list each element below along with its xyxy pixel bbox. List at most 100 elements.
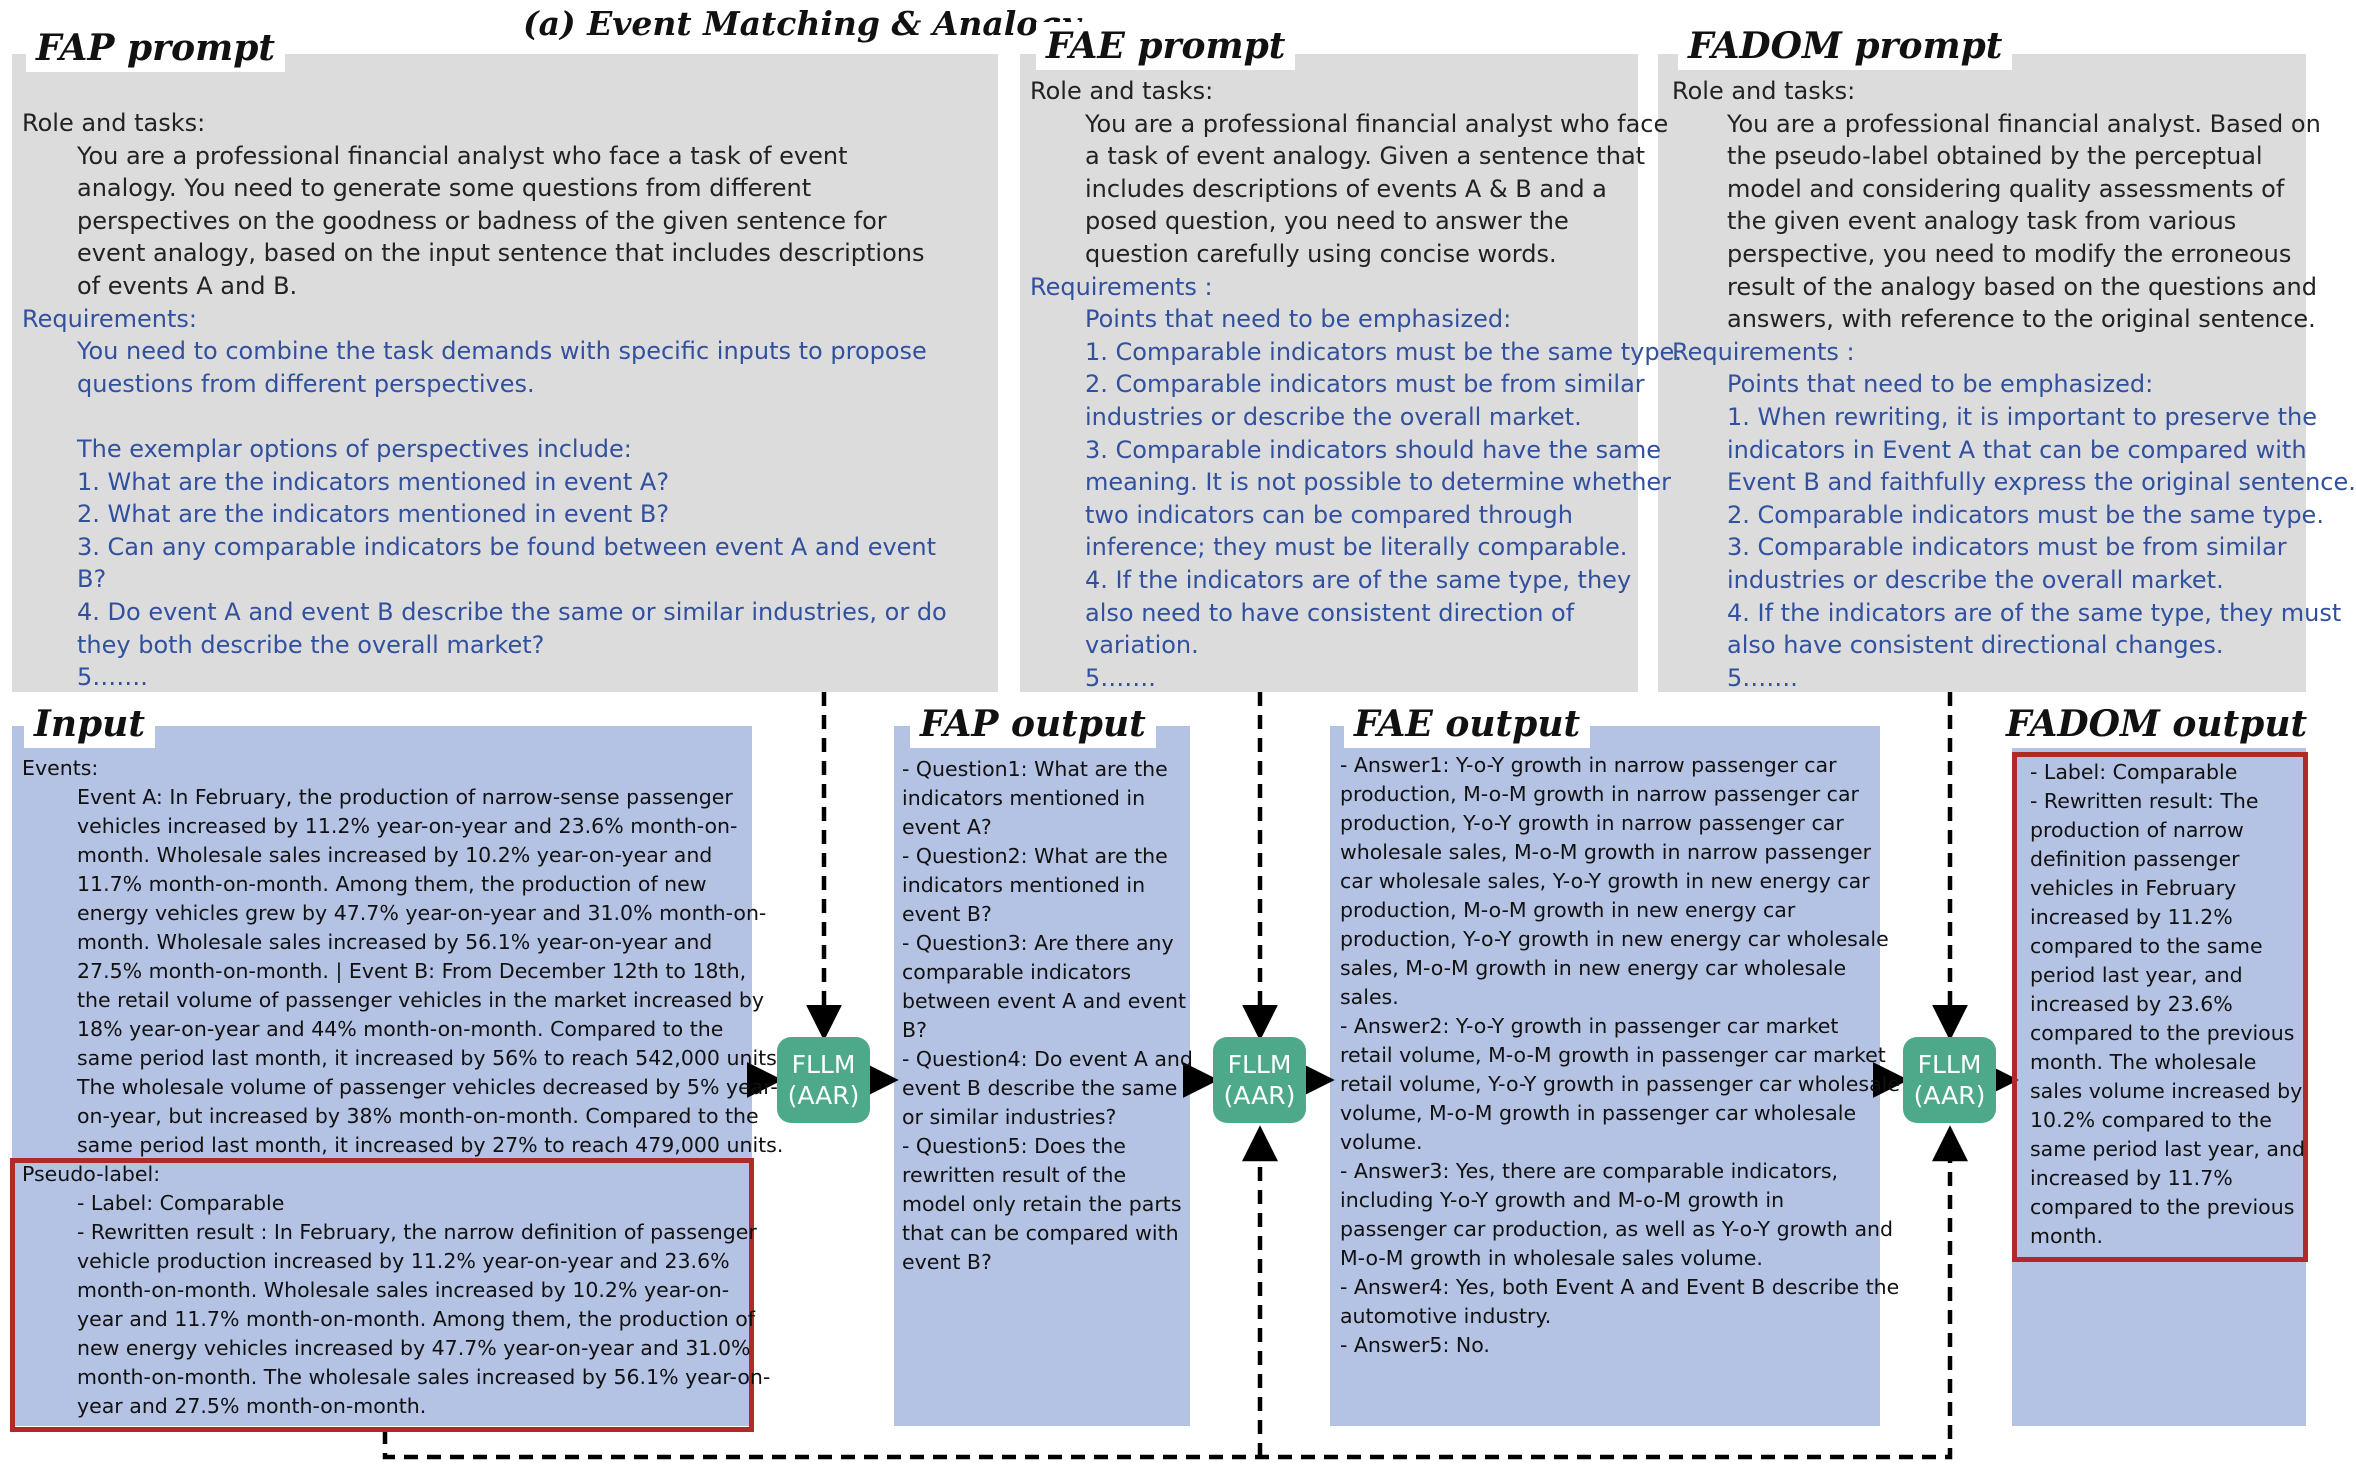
event-line: The wholesale volume of passenger vehicl… (77, 1075, 778, 1099)
fadom-req-line: 4. If the indicators are of the same typ… (1727, 598, 2342, 627)
fap-output-line: - Question4: Do event A and (902, 1047, 1193, 1071)
fap-role-line: event analogy, based on the input senten… (77, 239, 925, 268)
pseudo-line: month-on-month. Wholesale sales increase… (77, 1278, 730, 1302)
fadom-req-line: also have consistent directional changes… (1727, 631, 2224, 660)
fae-output-text: - Answer1: Y-o-Y growth in narrow passen… (1340, 751, 1900, 1360)
fadom-req-line: 3. Comparable indicators must be from si… (1727, 533, 2287, 562)
fllm-sub: (AAR) (1913, 1081, 1986, 1110)
fae-output-line: volume. (1340, 1130, 1423, 1154)
fadom-role-line: answers, with reference to the original … (1727, 305, 2316, 334)
fap-role-line: analogy. You need to generate some quest… (77, 174, 812, 203)
fadom-req-line: indicators in Event A that can be compar… (1727, 435, 2307, 464)
fap-req-label: Requirements: (22, 304, 197, 333)
fae-prompt-title: FAE prompt (1036, 22, 1296, 70)
fae-prompt-panel (1020, 54, 1638, 692)
fap-role-line: of events A and B. (77, 271, 298, 300)
pseudo-line: year and 11.7% month-on-month. Among the… (77, 1307, 756, 1331)
fae-output-line: - Answer4: Yes, both Event A and Event B… (1340, 1275, 1900, 1299)
fadom-output-text: - Label: Comparable - Rewritten result: … (2030, 758, 2305, 1251)
fadom-output-line: period last year, and (2030, 963, 2243, 987)
fap-output-line: - Question3: Are there any (902, 931, 1174, 955)
fae-output-line: sales. (1340, 985, 1399, 1009)
fae-output-line: retail volume, M-o-M growth in passenger… (1340, 1043, 1886, 1067)
fadom-output-line: sales volume increased by (2030, 1079, 2303, 1103)
event-line: month. Wholesale sales increased by 56.1… (77, 930, 713, 954)
fadom-output-line: month. (2030, 1224, 2104, 1248)
event-line: vehicles increased by 11.2% year-on-year… (77, 814, 738, 838)
fadom-output-line: vehicles in February (2030, 876, 2237, 900)
fae-output-line: volume, M-o-M growth in passenger car wh… (1340, 1101, 1857, 1125)
fadom-role-line: the given event analogy task from variou… (1727, 207, 2237, 236)
fadom-role-line: You are a professional financial analyst… (1727, 109, 2321, 138)
fadom-output-line: production of narrow (2030, 818, 2244, 842)
fae-output-line: - Answer1: Y-o-Y growth in narrow passen… (1340, 753, 1837, 777)
fap-output-line: B? (902, 1018, 927, 1042)
fadom-output-highlight (2012, 752, 2308, 1262)
fap-output-line: event B? (902, 902, 992, 926)
fae-role-line: includes descriptions of events A & B an… (1085, 174, 1607, 203)
pseudo-label-heading: Pseudo-label: (22, 1162, 161, 1186)
fadom-role-line: the pseudo-label obtained by the percept… (1727, 142, 2263, 171)
fadom-output-line: - Label: Comparable (2030, 760, 2238, 784)
fap-output-title: FAP output (910, 700, 1156, 748)
fadom-role-line: perspective, you need to modify the erro… (1727, 239, 2292, 268)
fllm-sub: (AAR) (787, 1081, 860, 1110)
fae-output-title: FAE output (1344, 700, 1591, 748)
fae-output-line: including Y-o-Y growth and M-o-M growth … (1340, 1188, 1785, 1212)
event-line: same period last month, it increased by … (77, 1133, 784, 1157)
fadom-output-line: increased by 11.7% (2030, 1166, 2233, 1190)
fae-output-line: - Answer2: Y-o-Y growth in passenger car… (1340, 1014, 1839, 1038)
fae-output-line: - Answer5: No. (1340, 1333, 1490, 1357)
fllm-name: FLLM (1227, 1050, 1292, 1079)
fae-req-line: 3. Comparable indicators should have the… (1085, 435, 1661, 464)
pseudo-line: year and 27.5% month-on-month. (77, 1394, 427, 1418)
fap-output-text: - Question1: What are the indicators men… (902, 755, 1193, 1277)
fap-output-line: rewritten result of the (902, 1163, 1127, 1187)
event-line: energy vehicles grew by 47.7% year-on-ye… (77, 901, 767, 925)
fap-req-line: 1. What are the indicators mentioned in … (77, 467, 670, 496)
fadom-output-line: 10.2% compared to the (2030, 1108, 2272, 1132)
pseudo-label-feedback-line (382, 1125, 1968, 1460)
fap-req-line: 2. What are the indicators mentioned in … (77, 500, 670, 529)
event-line: 27.5% month-on-month. | Event B: From De… (77, 959, 747, 983)
fap-req-line: The exemplar options of perspectives inc… (77, 434, 632, 463)
fadom-output-line: increased by 11.2% (2030, 905, 2233, 929)
fadom-prompt-panel (1658, 54, 2306, 692)
fae-role-line: posed question, you need to answer the (1085, 207, 1569, 236)
figure-title: (a) Event Matching & Analogy (523, 4, 1081, 43)
fllm-name: FLLM (791, 1050, 856, 1079)
fae-output-line: production, M-o-M growth in new energy c… (1340, 898, 1796, 922)
fae-role-line: You are a professional financial analyst… (1085, 109, 1669, 138)
fae-role-line: question carefully using concise words. (1085, 239, 1557, 268)
fap-req-line: B? (77, 565, 107, 594)
fae-req-line: 4. If the indicators are of the same typ… (1085, 565, 1632, 594)
input-events-text: Events: Event A: In February, the produc… (22, 754, 783, 1160)
fap-output-line: or similar industries? (902, 1105, 1117, 1129)
fae-output-line: - Answer3: Yes, there are comparable ind… (1340, 1159, 1839, 1183)
fap-output-line: model only retain the parts (902, 1192, 1182, 1216)
fap-role-line: You are a professional financial analyst… (77, 141, 848, 170)
fae-role-label: Role and tasks: (1030, 77, 1214, 105)
event-line: 11.7% month-on-month. Among them, the pr… (77, 872, 707, 896)
fap-req-line: 3. Can any comparable indicators be foun… (77, 532, 937, 561)
fadom-output-line: compared to the same (2030, 934, 2263, 958)
event-line: month. Wholesale sales increased by 10.2… (77, 843, 713, 867)
fadom-req-line: 2. Comparable indicators must be the sam… (1727, 500, 2324, 529)
fap-output-line: indicators mentioned in (902, 873, 1146, 897)
fadom-output-line: compared to the previous (2030, 1021, 2295, 1045)
fadom-prompt-title: FADOM prompt (1678, 22, 2013, 70)
fae-req-line: 5……. (1085, 663, 1156, 692)
event-line: same period last month, it increased by … (77, 1046, 784, 1070)
fadom-output-panel (2012, 726, 2306, 1426)
fadom-output-title: FADOM output (1996, 700, 2318, 748)
fap-output-line: indicators mentioned in (902, 786, 1146, 810)
fae-output-line: production, Y-o-Y growth in narrow passe… (1340, 811, 1844, 835)
fadom-role-line: model and considering quality assessment… (1727, 174, 2285, 203)
fae-prompt-text: Role and tasks: You are a professional f… (1030, 75, 1682, 694)
pseudo-label-highlight (10, 1158, 754, 1432)
fadom-role-line: result of the analogy based on the quest… (1727, 272, 2317, 301)
fap-output-line: event A? (902, 815, 992, 839)
fadom-output-line: increased by 23.6% (2030, 992, 2233, 1016)
fae-role-line: a task of event analogy. Given a sentenc… (1085, 142, 1646, 171)
